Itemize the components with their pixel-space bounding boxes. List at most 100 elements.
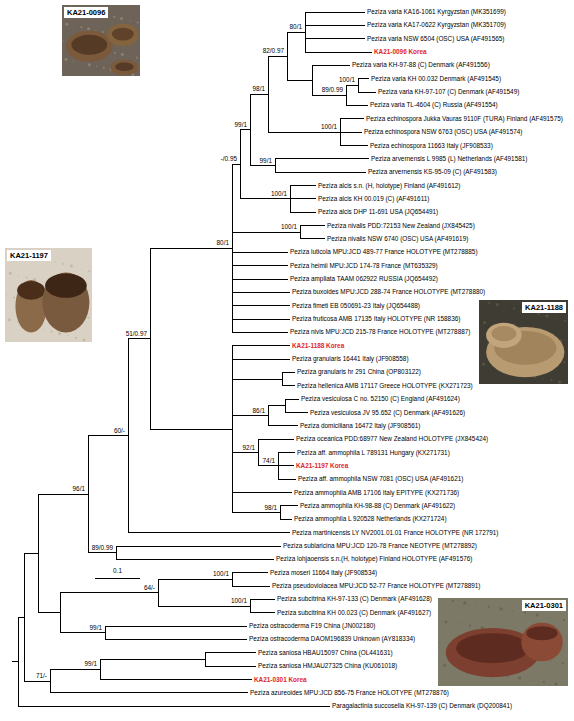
tree-branch	[38, 494, 88, 495]
photo-grain	[563, 361, 565, 363]
tree-branch	[232, 379, 282, 380]
tree-branch	[100, 679, 252, 680]
taxon-label: Peziza oceanica PDD:68977 New Zealand HO…	[296, 435, 488, 443]
taxon-label: Peziza aff. ammophila L 789131 Hungary (…	[297, 449, 450, 457]
taxon-label: Peziza varia NSW 6504 (OSC) USA (AF49156…	[367, 35, 504, 43]
tree-branch	[24, 553, 38, 554]
tree-branch	[287, 80, 312, 81]
taxon-label: Peziza varia TL-4604 (C) Russia (AF49155…	[370, 101, 498, 109]
tree-branch	[232, 345, 290, 346]
photo-grain	[88, 270, 90, 272]
photo-grain	[114, 52, 116, 54]
taxon-label: Peziza varia KH-97-88 (C) Denmark (AF491…	[352, 61, 490, 69]
photo-grain	[62, 263, 64, 265]
photo-grain	[87, 27, 90, 30]
support-value: 98/1	[252, 85, 266, 93]
photo-ground	[479, 300, 568, 384]
taxon-label: KA21-1197 Korea	[296, 462, 348, 470]
scale-label: 0.1	[113, 567, 122, 575]
tree-branch	[278, 479, 296, 480]
tree-branch	[268, 56, 269, 132]
photo-panel: KA21-1197	[5, 248, 92, 342]
support-value: 64/-	[143, 584, 156, 592]
specimen-photo	[438, 598, 568, 686]
photo-grain	[42, 281, 43, 282]
photo-grain	[95, 30, 96, 31]
tree-branch	[258, 439, 294, 440]
fungus-cup	[45, 273, 87, 297]
photo-grain	[443, 664, 446, 667]
photo-grain	[458, 623, 459, 624]
fungus-cup	[526, 626, 557, 640]
photo-panel: KA21-0096	[62, 5, 140, 76]
tree-branch	[358, 92, 376, 93]
photo-grain	[120, 17, 123, 20]
tree-branch	[312, 65, 313, 95]
tree-branch	[60, 632, 105, 633]
photo-grain	[551, 617, 552, 618]
tree-branch	[250, 165, 275, 166]
tree-branch	[300, 238, 325, 239]
tree-branch	[232, 452, 258, 453]
tree-branch	[346, 85, 347, 105]
photo-grain	[543, 681, 545, 683]
tree-branch	[105, 626, 247, 627]
photo-grain	[129, 55, 130, 56]
fungus-cup	[112, 28, 134, 41]
tree-branch	[232, 279, 288, 280]
tree-branch	[305, 12, 365, 13]
tree-branch	[250, 94, 251, 165]
photo-grain	[9, 272, 12, 275]
photo-grain	[55, 261, 56, 262]
tree-branch	[105, 639, 247, 640]
support-value: 60/-	[113, 427, 126, 435]
tree-branch	[88, 552, 116, 553]
tree-branch	[232, 292, 290, 293]
specimen-label: KA21-0301	[522, 600, 566, 611]
taxon-label: Peziza domiciliana 16472 Italy (JF908561…	[300, 422, 420, 430]
tree-branch	[150, 248, 232, 249]
taxon-label: Peziza sublaricina MPU:JCD 120-78 France…	[283, 542, 477, 550]
fungus-cup	[486, 327, 564, 377]
support-value: 89/0.99	[321, 86, 344, 94]
tree-branch	[232, 265, 288, 266]
photo-grain	[130, 20, 131, 21]
tree-branch	[358, 78, 369, 79]
taxon-label: Peziza alcis DHP 11-691 USA (JQ654491)	[318, 208, 438, 216]
taxon-label: Peziza varia KA16-1061 Kyrgyzstan (MK351…	[367, 8, 506, 16]
support-value: 100/1	[338, 76, 356, 84]
tree-branch	[18, 617, 24, 618]
fungus-cup	[491, 326, 516, 341]
tree-branch	[282, 385, 295, 386]
taxon-label: Peziza saniosa HBAU15097 China (OL441631…	[258, 649, 393, 657]
support-value: 100/1	[212, 570, 230, 578]
tree-branch	[240, 130, 241, 199]
photo-grain	[469, 625, 471, 627]
photo-grain	[554, 682, 557, 685]
tree-branch	[88, 435, 128, 436]
taxon-label: Peziza subcitrina KH 00.023 (C) Denmark …	[277, 609, 431, 617]
photo-grain	[543, 378, 544, 379]
tree-branch	[250, 612, 275, 613]
fungus-cup	[71, 35, 107, 55]
support-value: 100/1	[230, 597, 248, 605]
photo-grain	[479, 300, 480, 301]
tree-branch	[340, 118, 364, 119]
taxon-label: Peziza echinospora Jukka Vauras 9110F (T…	[366, 115, 563, 123]
tree-branch	[340, 145, 368, 146]
tree-branch	[312, 95, 346, 96]
tree-branch	[305, 52, 372, 53]
taxon-label: Peziza ammophila L 920528 Netherlands (K…	[294, 515, 447, 523]
photo-grain	[538, 313, 540, 315]
taxon-label: Peziza azureoides MPU:JCD 856-75 France …	[250, 689, 449, 697]
taxon-label: Peziza varia KH-97-107 (C) Denmark (AF49…	[378, 88, 519, 96]
photo-grain	[479, 342, 480, 343]
scale-bar	[95, 578, 140, 579]
tree-branch	[280, 506, 281, 519]
photo-grain	[62, 5, 63, 6]
specimen-label: KA21-0096	[64, 7, 108, 18]
taxon-label: KA21-1188 Korea	[292, 342, 344, 350]
photo-grain	[25, 276, 27, 278]
tree-branch	[268, 406, 269, 426]
